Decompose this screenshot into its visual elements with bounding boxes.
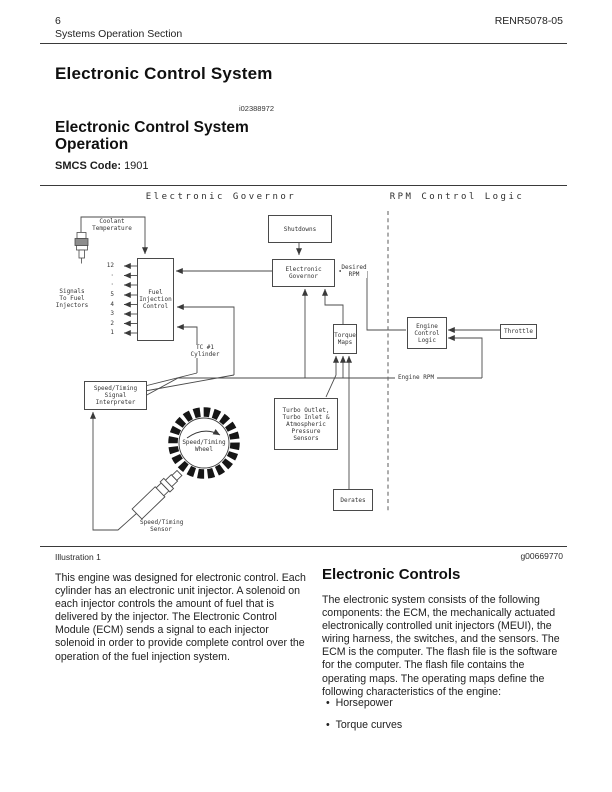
speed-timing-signal-interpreter-box: Speed/Timing Signal Interpreter <box>84 381 147 410</box>
injector-number: · <box>110 271 114 279</box>
bullet-torque-curves: Torque curves <box>326 719 403 731</box>
signals-to-fuel-injectors-label: Signals To Fuel Injectors <box>55 288 89 309</box>
diagram-lines <box>74 211 500 531</box>
torque-maps-box: Torque Maps <box>333 324 357 354</box>
smcs-value: 1901 <box>124 160 149 172</box>
illustration-bottom-rule <box>40 546 567 547</box>
derates-box: Derates <box>333 489 373 511</box>
electronic-governor-box: Electronic Governor <box>272 259 335 287</box>
turbo-pressure-sensors-box: Turbo Outlet, Turbo Inlet & Atmospheric … <box>274 398 338 450</box>
injector-number: 2 <box>110 319 114 327</box>
smcs-label: SMCS Code: <box>55 160 121 172</box>
speed-timing-sensor-label: Speed/Timing Sensor <box>140 519 184 533</box>
electronic-control-system-diagram: Electronic Governor RPM Control Logic Sh… <box>40 185 572 546</box>
diagram-title-rpm-control-logic: RPM Control Logic <box>389 192 525 202</box>
illustration-top-rule <box>40 185 567 186</box>
smcs-line: SMCS Code: 1901 <box>55 160 149 172</box>
page-number: 6 <box>55 15 61 27</box>
illustration-caption: Illustration 1 <box>55 552 101 562</box>
injector-number: 3 <box>110 310 114 317</box>
speed-timing-wheel-label: Speed/Timing Wheel <box>182 439 226 453</box>
page-title: Electronic Control System <box>55 64 273 83</box>
injector-number: 1 <box>110 329 114 336</box>
shutdowns-box: Shutdowns <box>268 215 332 243</box>
coolant-temperature-label: Coolant Temperature <box>90 218 134 232</box>
engine-rpm-label: Engine RPM <box>395 374 437 381</box>
doc-number: RENR5078-05 <box>494 15 563 27</box>
throttle-box: Throttle <box>500 324 537 339</box>
engine-control-logic-box: Engine Control Logic <box>407 317 447 349</box>
section-heading: Electronic Control System Operation <box>55 119 249 153</box>
injector-number: 5 <box>110 291 114 298</box>
right-column-paragraph: The electronic system consists of the fo… <box>322 594 560 698</box>
coolant-sensor-icon <box>74 232 89 264</box>
header-rule <box>40 43 567 44</box>
diagram-title-electronic-governor: Electronic Governor <box>145 192 297 202</box>
speed-timing-wheel-icon <box>168 407 240 479</box>
speed-timing-sensor-icon <box>131 469 183 520</box>
injector-number: · <box>110 281 114 288</box>
bullet-horsepower: Horsepower <box>326 697 393 709</box>
graphic-id: g00669770 <box>520 551 563 561</box>
electronic-controls-heading: Electronic Controls <box>322 566 461 583</box>
injector-number: 4 <box>110 300 114 308</box>
header-section-title: Systems Operation Section <box>55 28 183 40</box>
article-id: i02388972 <box>238 104 274 113</box>
left-column-paragraph: This engine was designed for electronic … <box>55 572 306 663</box>
fuel-injection-control-box: Fuel Injection Control <box>137 258 174 341</box>
rotation-arrow <box>186 429 221 439</box>
injector-number: 12 <box>106 262 114 269</box>
tc1-cylinder-label: TC #1 Cylinder <box>188 344 222 358</box>
desired-rpm-label: Desired RPM <box>341 264 367 278</box>
